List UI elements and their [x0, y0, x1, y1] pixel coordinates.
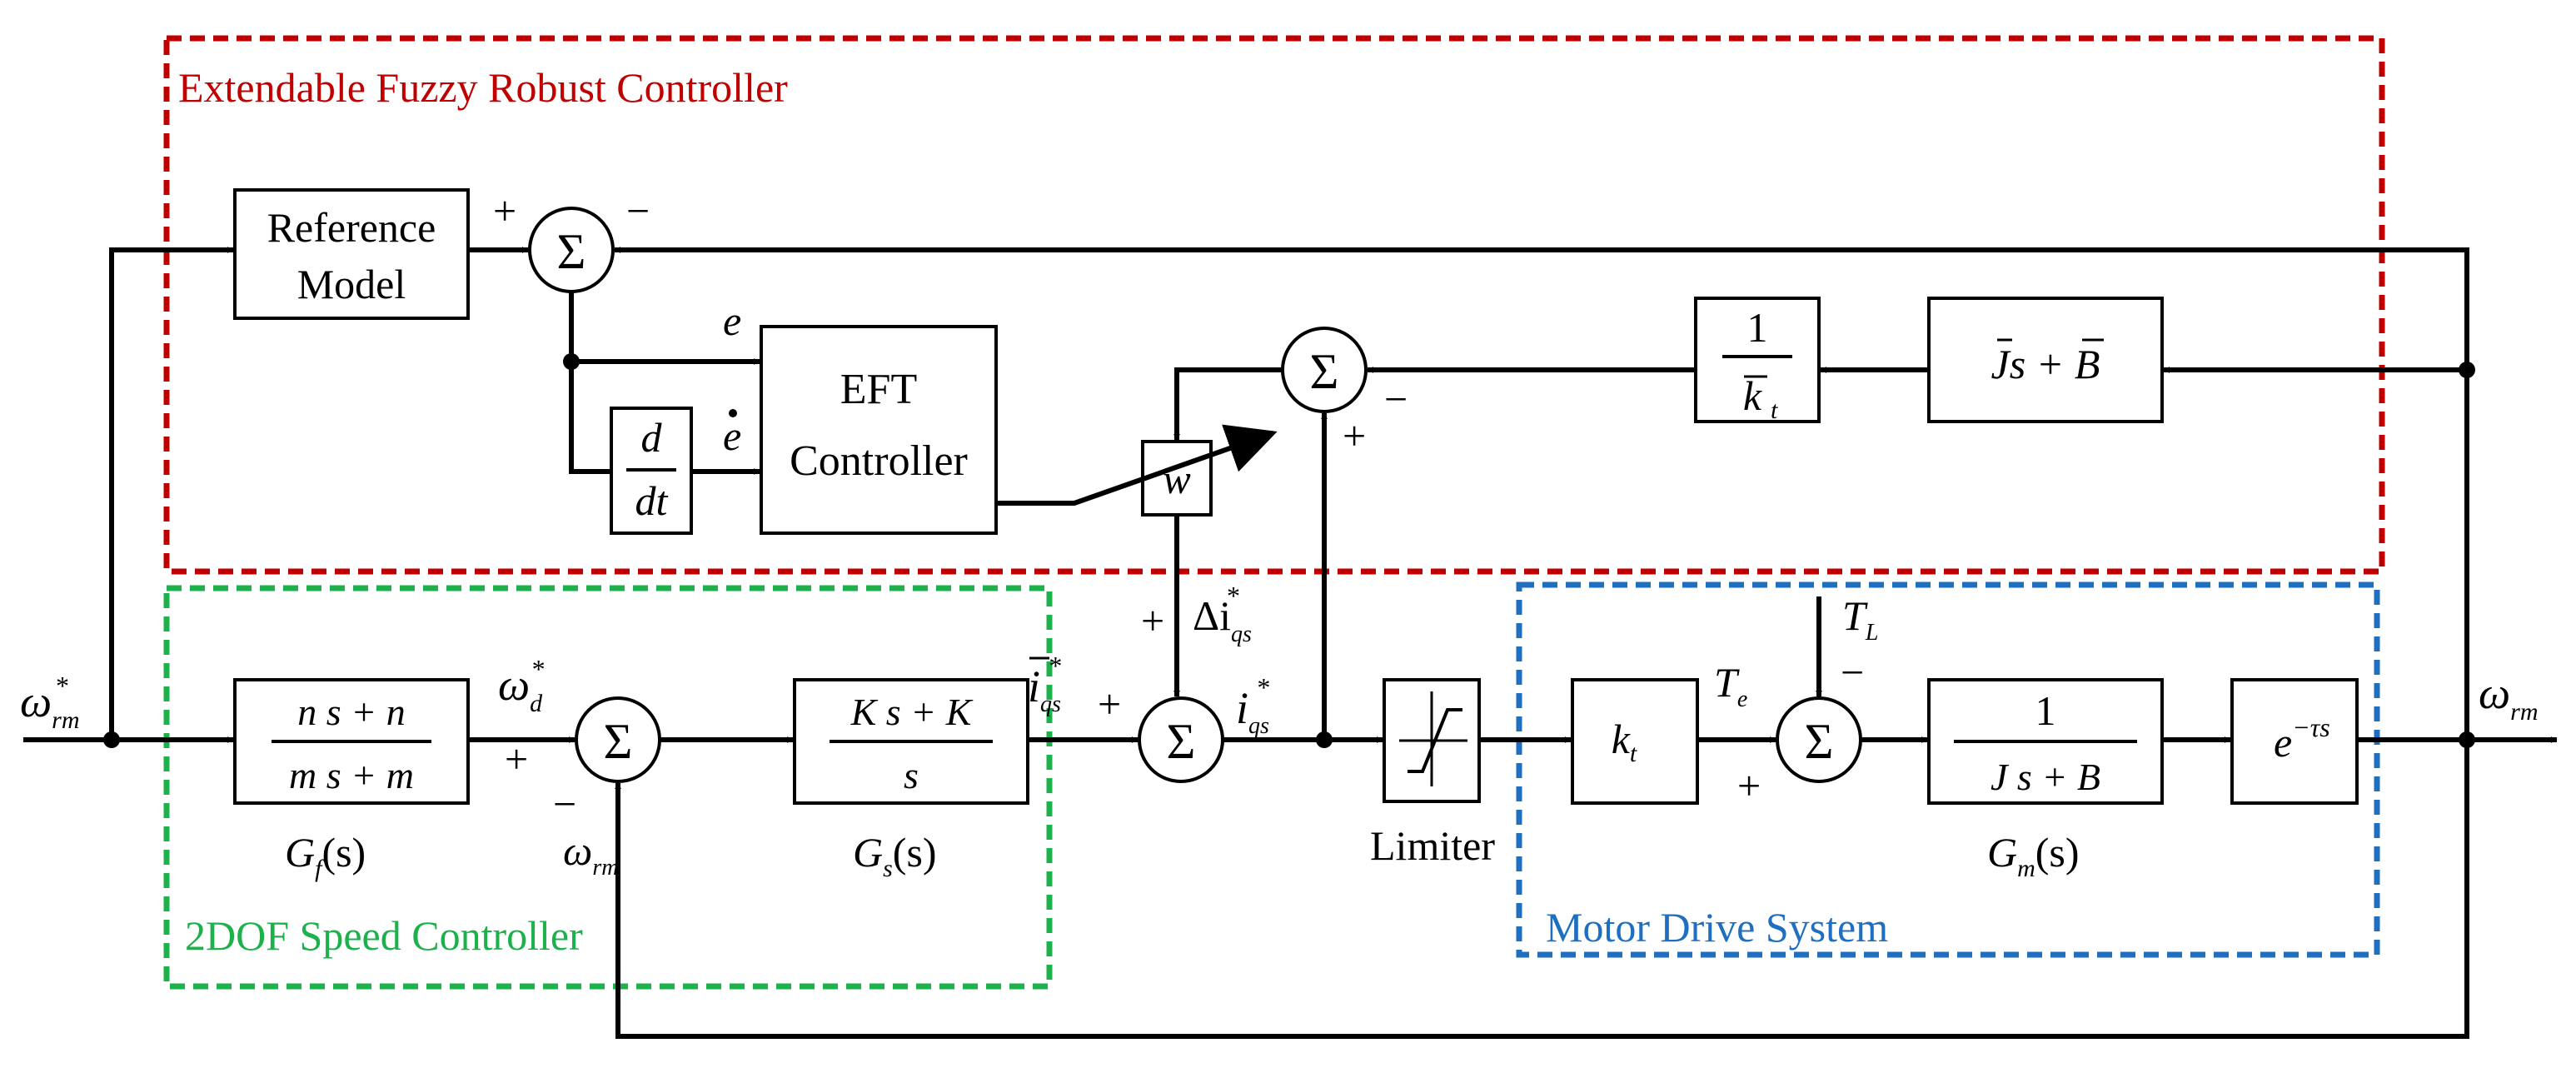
speed-controller-frame: [163, 585, 1053, 990]
gf-den: m s + m: [289, 754, 414, 796]
error-dot-marker: [729, 409, 737, 417]
gf-num: n s + n: [297, 691, 405, 733]
motor-drive-label: Motor Drive System: [1546, 904, 1888, 951]
output-omega-label: ωrm: [2479, 668, 2538, 726]
omega-d-label: ωd*: [498, 654, 544, 717]
gs-caption: Gs(s): [853, 829, 937, 882]
sign-comp-minus: −: [1384, 376, 1408, 422]
sum-junction-current: Σ: [1138, 696, 1224, 783]
delta-iqs-label: Δiqs*: [1193, 581, 1252, 647]
branch-dot-output: [2459, 731, 2475, 748]
tl-label: TL: [1842, 592, 1878, 646]
robust-controller-label: Extendable Fuzzy Robust Controller: [178, 64, 788, 111]
reference-model-block: [233, 188, 470, 320]
js-b-block: [1927, 297, 2164, 423]
kt-label: kt: [1612, 716, 1637, 767]
sign-ref-minus: −: [626, 187, 650, 234]
js-b-label: Js + B: [1991, 341, 2100, 387]
error-label: e: [723, 297, 741, 344]
eft-controller-block: [760, 325, 998, 535]
iqs-star-label: iqs*: [1236, 672, 1269, 739]
delay-block: [2230, 678, 2359, 805]
eft-line1: EFT: [840, 366, 917, 413]
gm-den: J s + B: [1991, 756, 2100, 798]
motor-drive-frame: [1516, 581, 2380, 958]
svg-text:Σ: Σ: [557, 224, 586, 279]
inverse-kt-den: k: [1743, 372, 1762, 419]
svg-text:Σ: Σ: [1805, 714, 1834, 769]
derivative-num: d: [641, 414, 663, 461]
reference-model-line2: Model: [297, 261, 406, 307]
gs-den: s: [904, 754, 919, 796]
svg-text:Σ: Σ: [1167, 714, 1196, 769]
sign-speed-plus: +: [505, 736, 528, 782]
sum-junction-reference: Σ: [528, 207, 615, 293]
sign-current-plus-left: +: [1098, 681, 1121, 727]
branch-dot-iqs: [1316, 731, 1333, 748]
sign-comp-plus: +: [1343, 412, 1366, 459]
delay-label: e−τs: [2274, 712, 2330, 766]
sign-torque-plus: +: [1737, 762, 1761, 809]
gm-num: 1: [2035, 687, 2056, 734]
sum-junction-torque: Σ: [1776, 696, 1862, 783]
robust-controller-frame: [163, 35, 2385, 575]
inverse-kt-num: 1: [1747, 304, 1768, 351]
kt-block: [1571, 678, 1699, 805]
reference-model-line1: Reference: [267, 204, 436, 251]
error-dot-label: e: [723, 412, 741, 459]
svg-text:Σ: Σ: [1310, 344, 1339, 399]
svg-text:Σ: Σ: [604, 714, 633, 769]
branch-dot-error: [563, 353, 580, 370]
sign-torque-minus: −: [1841, 649, 1864, 696]
iqs-bar-label: iqs*: [1028, 651, 1061, 717]
sum-junction-compensation: Σ: [1281, 327, 1368, 413]
eft-line2: Controller: [790, 437, 968, 485]
sign-speed-minus: −: [553, 781, 576, 827]
speed-controller-label: 2DOF Speed Controller: [185, 912, 583, 959]
gf-caption: Gf(s): [285, 829, 366, 882]
sum-junction-speed: Σ: [575, 696, 661, 783]
gs-num: K s + K: [850, 691, 974, 733]
gm-caption: Gm(s): [1987, 829, 2080, 882]
te-label: Te: [1714, 659, 1747, 712]
limiter-label: Limiter: [1370, 822, 1495, 869]
derivative-den: dt: [635, 477, 669, 524]
sign-current-plus-top: +: [1141, 597, 1164, 644]
inverse-kt-sub: t: [1771, 397, 1778, 424]
branch-dot-input: [103, 731, 120, 748]
inverse-kt-block: [1694, 297, 1821, 423]
input-omega-label: ωrm*: [20, 671, 79, 734]
omega-rm-feedback-label: ωrm: [563, 827, 618, 881]
sign-ref-plus: +: [493, 187, 516, 234]
weight-block: [1141, 440, 1213, 517]
branch-dot-feedback: [2459, 362, 2475, 378]
